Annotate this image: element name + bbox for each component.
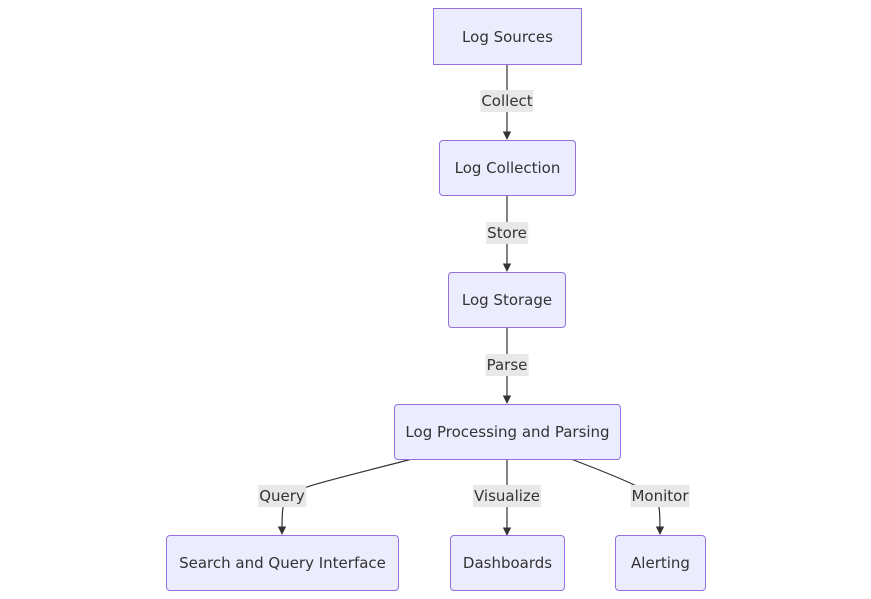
node-label: Alerting: [631, 554, 690, 572]
node-label: Search and Query Interface: [179, 554, 386, 572]
edge-label-visualize: Visualize: [472, 485, 542, 507]
node-log-collection[interactable]: Log Collection: [439, 140, 576, 196]
node-alerting[interactable]: Alerting: [615, 535, 706, 591]
edge-label-query: Query: [258, 485, 306, 507]
node-label: Log Sources: [462, 27, 553, 46]
node-search-query-interface[interactable]: Search and Query Interface: [166, 535, 399, 591]
edge-label-monitor: Monitor: [630, 485, 690, 507]
node-dashboards[interactable]: Dashboards: [450, 535, 565, 591]
node-label: Log Storage: [461, 291, 553, 309]
node-label: Dashboards: [462, 554, 553, 572]
node-label: Log Collection: [454, 159, 561, 177]
edge-label-collect: Collect: [480, 90, 534, 112]
node-label: Log Processing and Parsing: [405, 423, 610, 441]
node-log-sources[interactable]: Log Sources: [433, 8, 582, 65]
node-log-storage[interactable]: Log Storage: [448, 272, 566, 328]
node-log-processing[interactable]: Log Processing and Parsing: [394, 404, 621, 460]
edge-label-parse: Parse: [485, 354, 529, 376]
edge-label-store: Store: [486, 222, 528, 244]
